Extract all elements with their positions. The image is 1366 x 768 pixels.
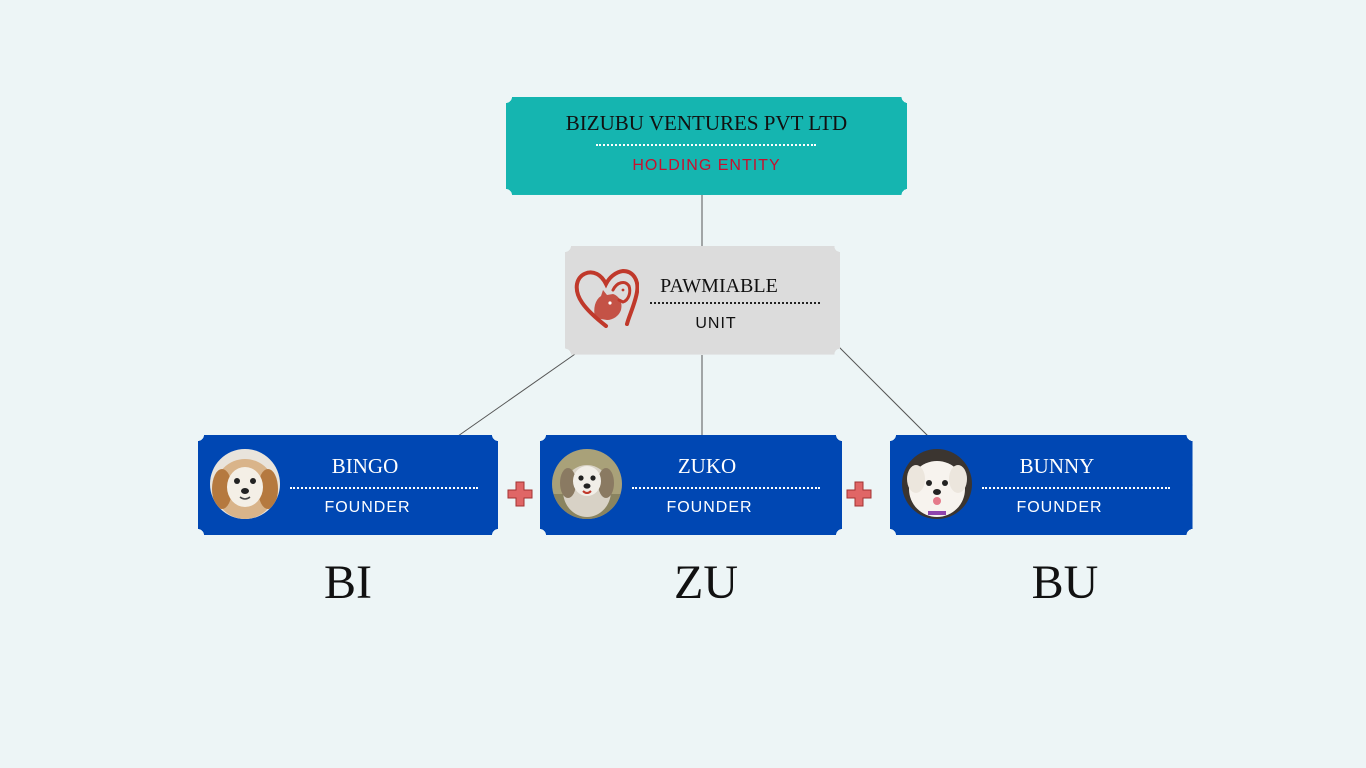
founder-card-bunny: BUNNY FOUNDER xyxy=(890,435,1193,535)
abbreviation-bi: BI xyxy=(324,556,372,609)
red-plus-icon xyxy=(846,481,872,507)
unit-role: UNIT xyxy=(695,315,737,332)
dotted-divider xyxy=(650,302,820,304)
founder-name: BUNNY xyxy=(1019,454,1095,478)
heart-dog-cat-icon xyxy=(574,268,639,328)
founder-role: FOUNDER xyxy=(666,499,753,516)
holding-entity-role: HOLDING ENTITY xyxy=(632,157,781,174)
dotted-divider xyxy=(982,487,1170,489)
founder-role: FOUNDER xyxy=(1016,499,1103,516)
abbreviation-zu: ZU xyxy=(674,556,738,609)
dotted-divider xyxy=(596,144,816,146)
founder-card-zuko: ZUKO FOUNDER xyxy=(540,435,842,535)
connector-unit-bunny xyxy=(837,345,929,437)
holding-entity-card: BIZUBU VENTURES PVT LTD HOLDING ENTITY xyxy=(506,97,907,195)
unit-name: PAWMIABLE xyxy=(660,275,778,297)
dotted-divider xyxy=(290,487,478,489)
connector-unit-bingo xyxy=(457,351,579,437)
founder-name: ZUKO xyxy=(677,454,737,478)
founder-name: BINGO xyxy=(331,454,399,478)
red-plus-icon xyxy=(507,481,533,507)
white-puppy-photo xyxy=(902,449,972,519)
dotted-divider xyxy=(632,487,820,489)
shih-tzu-photo xyxy=(552,449,622,519)
founder-card-bingo: BINGO FOUNDER xyxy=(198,435,498,535)
unit-card: PAWMIABLE UNIT xyxy=(565,246,840,355)
founder-role: FOUNDER xyxy=(324,499,411,516)
shih-tzu-photo xyxy=(210,449,280,519)
holding-entity-name: BIZUBU VENTURES PVT LTD xyxy=(565,111,848,135)
abbreviation-bu: BU xyxy=(1031,556,1099,609)
